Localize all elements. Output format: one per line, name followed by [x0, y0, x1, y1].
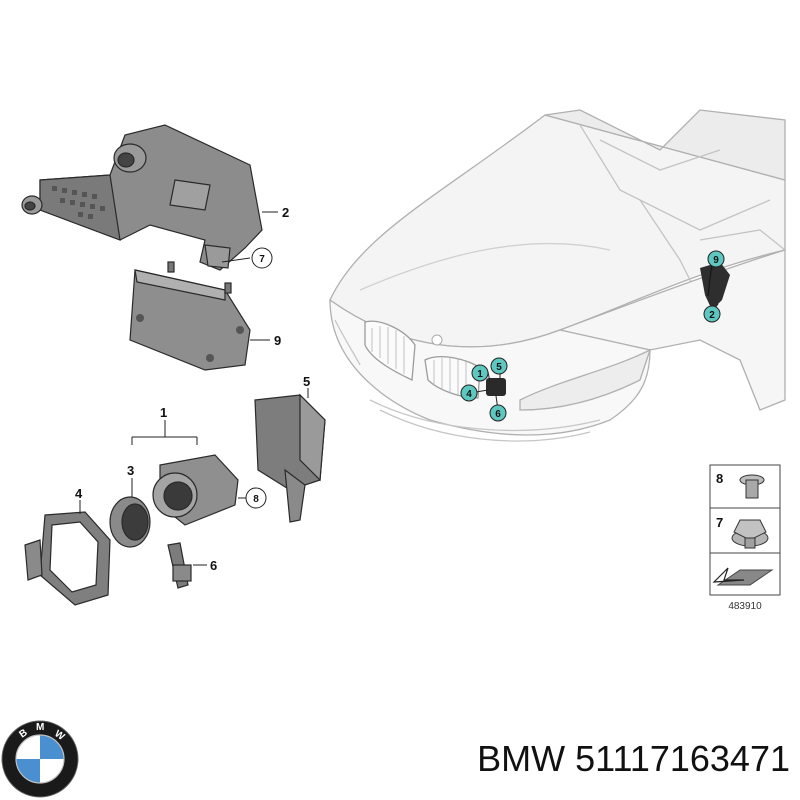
callout-1-label: 1: [160, 405, 167, 420]
car-bracket-unit: [700, 262, 730, 310]
hardware-legend: 8 7 483910: [709, 464, 781, 612]
callout-8-label: 8: [253, 494, 259, 505]
part-camera: [152, 454, 239, 526]
part-frame: [24, 511, 111, 606]
callout-9-label: 9: [274, 333, 281, 348]
bubble-2: 2: [703, 305, 721, 323]
arrow-icon: [712, 567, 774, 586]
part-bracket: [21, 124, 263, 271]
bubble-5: 5: [490, 357, 508, 375]
callout-4-label: 4: [75, 486, 83, 501]
legend-7-label: 7: [716, 515, 723, 530]
callout-1-bracket: [131, 420, 198, 445]
part-lens: [109, 496, 151, 548]
bubble-2-label: 2: [709, 310, 715, 321]
part-control-unit: [129, 261, 251, 371]
legend-8-label: 8: [716, 471, 723, 486]
callout-7-ring: 7: [251, 247, 273, 269]
callout-6-label: 6: [210, 558, 217, 573]
bubble-1-label: 1: [477, 369, 483, 380]
car-badge: [431, 334, 443, 346]
bubble-4: 4: [460, 384, 478, 402]
bmw-logo: B M W: [1, 720, 79, 798]
bubble-1: 1: [471, 364, 489, 382]
svg-text:M: M: [36, 722, 44, 733]
callout-7-label: 7: [259, 254, 265, 265]
bubble-4-label: 4: [466, 389, 472, 400]
callout-3-label: 3: [127, 463, 134, 478]
callout-5-label: 5: [303, 374, 310, 389]
bubble-6: 6: [489, 404, 507, 422]
part-cover: [254, 393, 326, 523]
callout-2-label: 2: [282, 205, 289, 220]
car-illustration: [329, 109, 786, 442]
kidney-grille: [364, 320, 481, 399]
part-number: 51117163471: [575, 738, 790, 779]
bubble-6-label: 6: [495, 409, 501, 420]
bolt-icon: [739, 474, 765, 499]
nut-icon: [731, 519, 769, 549]
bubble-9-label: 9: [713, 255, 719, 266]
brand-name: BMW: [477, 738, 566, 779]
bubble-5-label: 5: [496, 362, 502, 373]
diagram-ref-number: 483910: [728, 601, 762, 612]
car-camera-unit: [486, 378, 506, 396]
callout-8-ring: 8: [245, 487, 267, 509]
part-connector: [167, 542, 192, 589]
bubble-9: 9: [707, 250, 725, 268]
